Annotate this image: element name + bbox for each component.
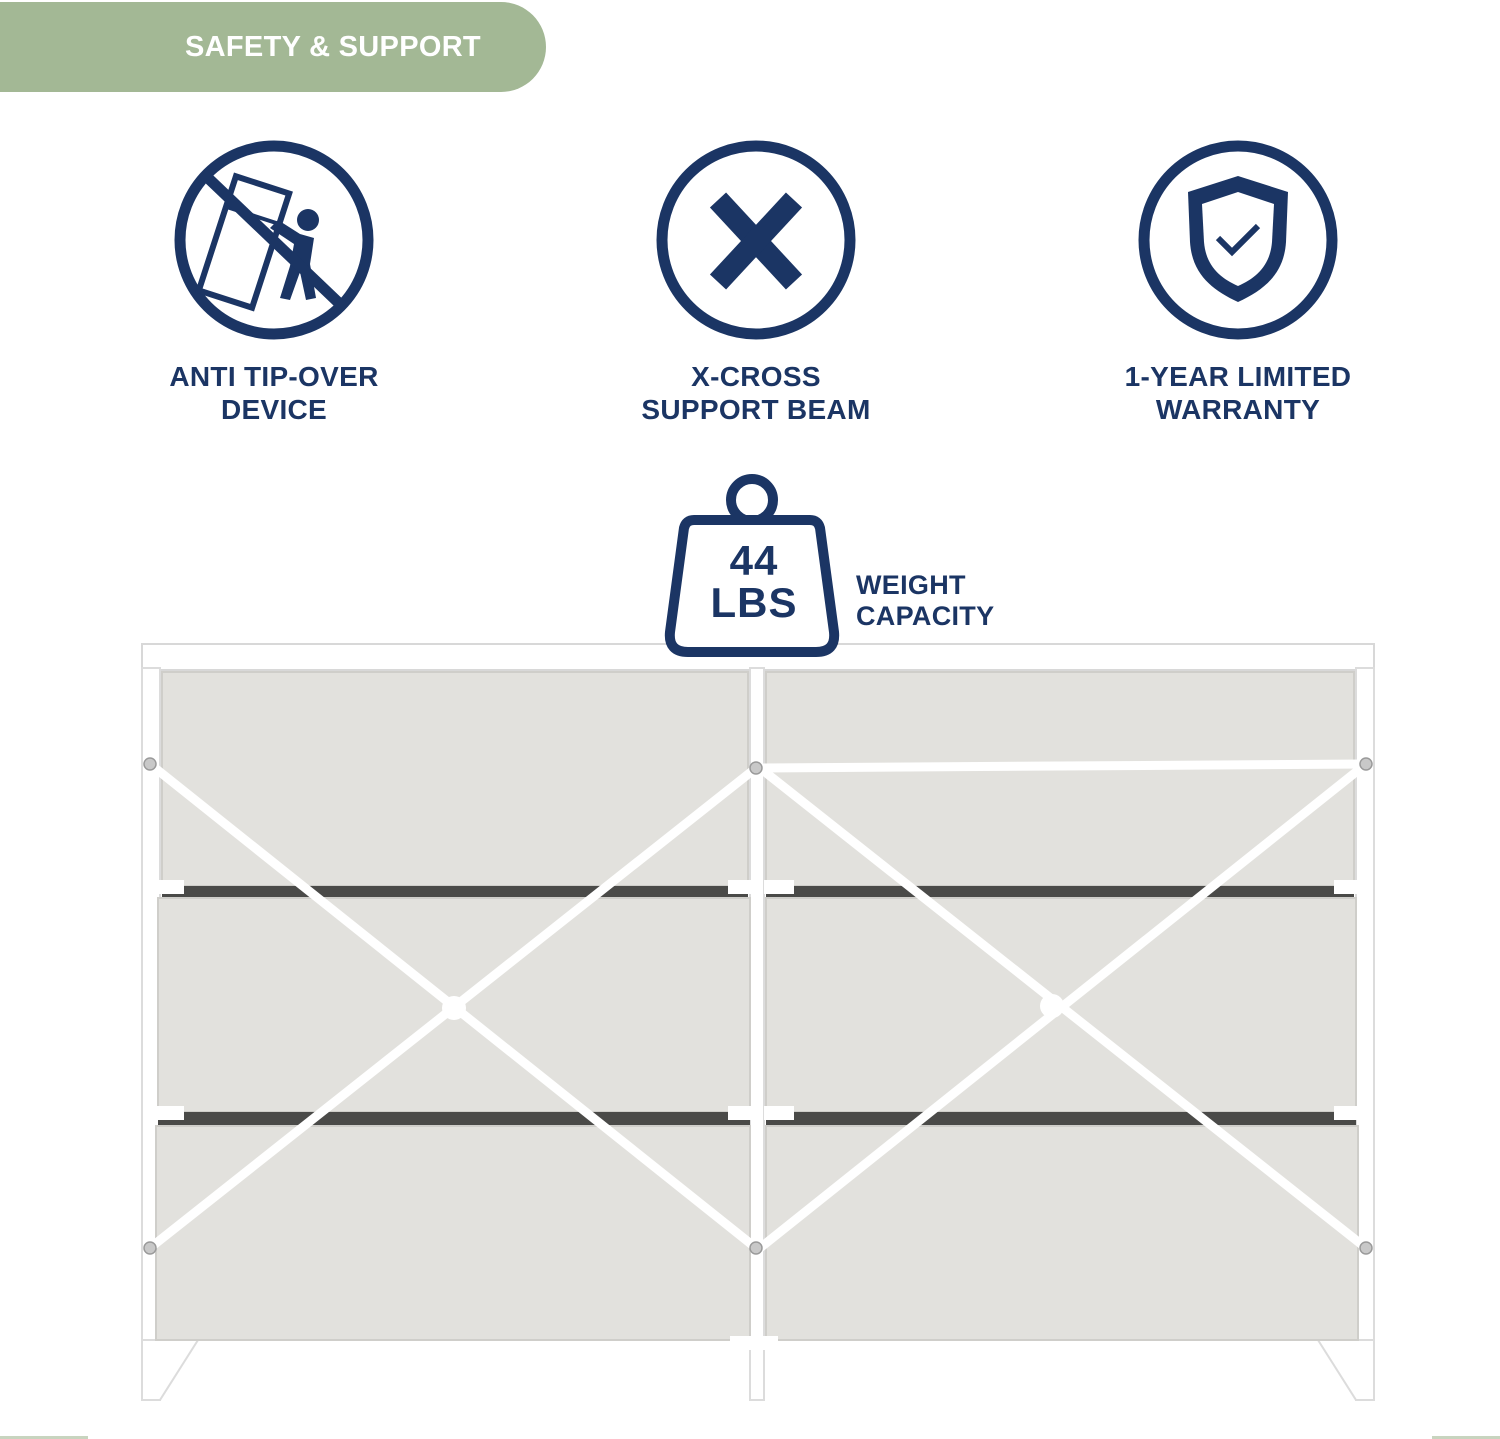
feature-label-line: 1-YEAR LIMITED [1124,361,1352,392]
weight-icon [664,474,840,657]
feature-label-line: WARRANTY [1155,394,1321,425]
weight-unit: LBS [710,579,798,626]
shield-check-icon [1136,138,1340,342]
feature-warranty: 1-YEAR LIMITED WARRANTY [1088,138,1388,426]
feature-label: 1-YEAR LIMITED WARRANTY [1088,360,1388,426]
feature-label: X-CROSS SUPPORT BEAM [606,360,906,426]
weight-capacity-label: WEIGHT CAPACITY [856,570,994,632]
feature-label-line: X-CROSS [691,361,821,392]
weight-label-line: CAPACITY [856,601,995,631]
feature-label-line: SUPPORT BEAM [641,394,871,425]
banner-title: SAFETY & SUPPORT [185,30,481,63]
feature-label-line: ANTI TIP-OVER [169,361,379,392]
feature-label: ANTI TIP-OVER DEVICE [124,360,424,426]
section-banner: SAFETY & SUPPORT [0,2,546,92]
dresser-illustration [141,643,1375,1401]
feature-label-line: DEVICE [220,394,328,425]
decorative-line [0,1436,88,1439]
x-cross-icon [654,138,858,342]
weight-number: 44 [729,537,779,584]
no-tip-over-icon [172,138,376,342]
weight-value: 44 LBS [680,540,828,624]
feature-x-cross-support: X-CROSS SUPPORT BEAM [606,138,906,426]
feature-anti-tip-over: ANTI TIP-OVER DEVICE [124,138,424,426]
weight-label-line: WEIGHT [856,570,966,600]
decorative-line [1432,1436,1500,1439]
